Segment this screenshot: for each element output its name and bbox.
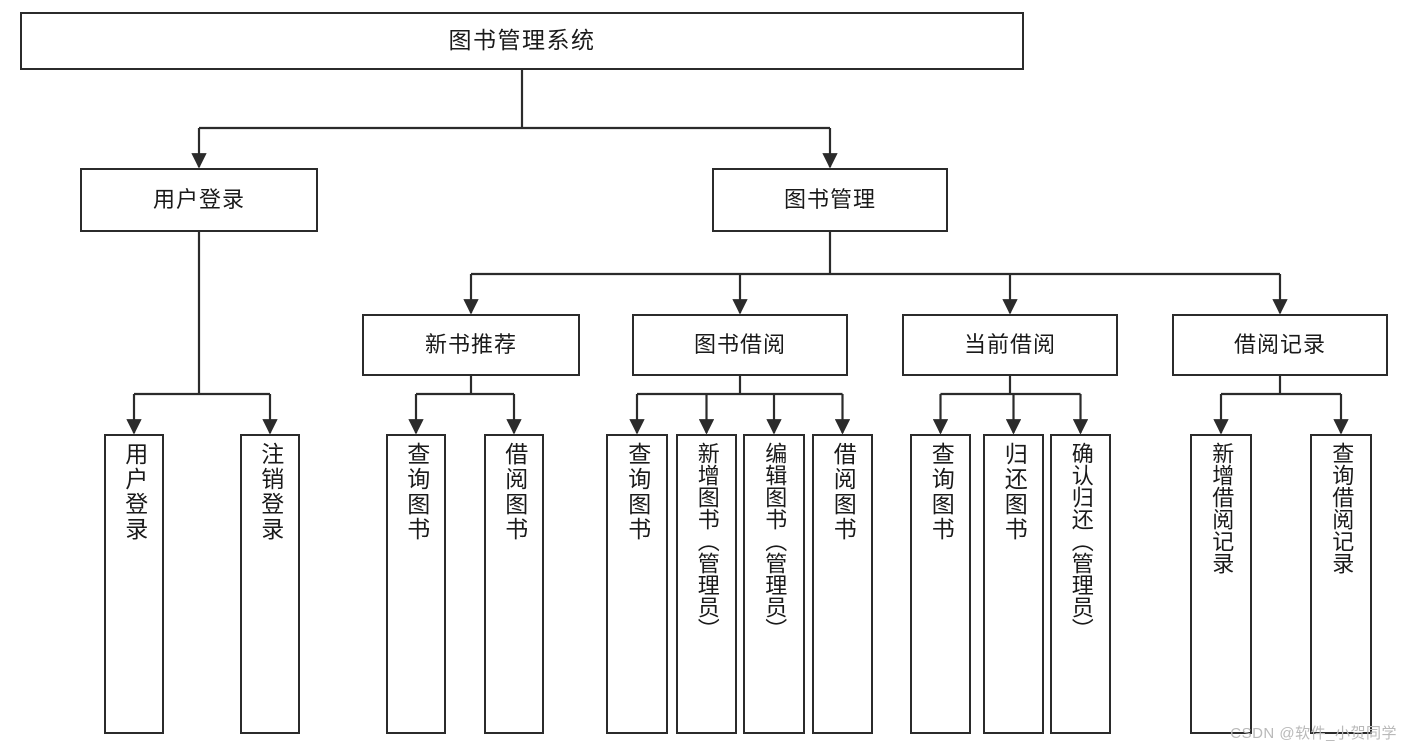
node-label: 借阅图书 xyxy=(501,442,528,542)
node-label: 当前借阅 xyxy=(963,331,1056,357)
node-label: 查询图书 xyxy=(624,442,651,542)
node-leaf-user-logout[interactable]: 注销登录 xyxy=(240,434,300,734)
node-label: 用户登录 xyxy=(152,186,245,212)
node-label: 查询图书 xyxy=(403,442,430,542)
node-label: 编辑图书（管理员） xyxy=(762,442,788,640)
node-label: 确认归还（管理员） xyxy=(1068,442,1094,640)
node-label: 新书推荐 xyxy=(424,331,517,357)
node-leaf-rec-borrow[interactable]: 借阅图书 xyxy=(484,434,544,734)
node-label: 图书管理 xyxy=(783,186,876,212)
node-leaf-bb-edit[interactable]: 编辑图书（管理员） xyxy=(743,434,805,734)
node-leaf-bb-add[interactable]: 新增图书（管理员） xyxy=(676,434,737,734)
node-label: 图书借阅 xyxy=(693,331,786,357)
node-leaf-cb-search[interactable]: 查询图书 xyxy=(910,434,971,734)
node-leaf-cb-confirm[interactable]: 确认归还（管理员） xyxy=(1050,434,1111,734)
node-leaf-bb-search[interactable]: 查询图书 xyxy=(606,434,668,734)
node-current-borrow[interactable]: 当前借阅 xyxy=(902,314,1118,376)
node-user-login[interactable]: 用户登录 xyxy=(80,168,318,232)
node-leaf-rec-search[interactable]: 查询图书 xyxy=(386,434,446,734)
node-label: 新增借阅记录 xyxy=(1209,442,1235,574)
node-label: 图书管理系统 xyxy=(448,27,596,54)
node-label: 注销登录 xyxy=(257,442,284,542)
node-root[interactable]: 图书管理系统 xyxy=(20,12,1024,70)
node-book-borrow[interactable]: 图书借阅 xyxy=(632,314,848,376)
node-leaf-cb-return[interactable]: 归还图书 xyxy=(983,434,1044,734)
node-label: 新增图书（管理员） xyxy=(694,442,720,640)
node-leaf-user-login[interactable]: 用户登录 xyxy=(104,434,164,734)
node-borrow-records[interactable]: 借阅记录 xyxy=(1172,314,1388,376)
node-label: 归还图书 xyxy=(1001,442,1028,542)
node-new-book-rec[interactable]: 新书推荐 xyxy=(362,314,580,376)
node-label: 借阅记录 xyxy=(1233,331,1326,357)
node-book-manage[interactable]: 图书管理 xyxy=(712,168,948,232)
node-leaf-bb-borrow[interactable]: 借阅图书 xyxy=(812,434,873,734)
node-leaf-br-add[interactable]: 新增借阅记录 xyxy=(1190,434,1252,734)
node-leaf-br-search[interactable]: 查询借阅记录 xyxy=(1310,434,1372,734)
node-label: 用户登录 xyxy=(121,442,148,542)
node-label: 查询图书 xyxy=(928,442,955,542)
node-label: 借阅图书 xyxy=(830,442,857,542)
node-label: 查询借阅记录 xyxy=(1329,442,1355,574)
